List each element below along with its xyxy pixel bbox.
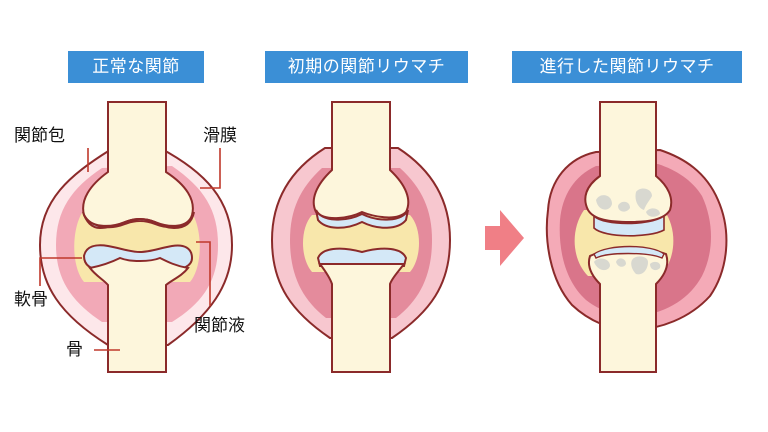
- label-line-fluid: [196, 241, 211, 306]
- label-cartilage: 軟骨: [14, 290, 48, 310]
- erosion-mark: [631, 256, 648, 275]
- early-ra-lower-bone: [318, 263, 407, 373]
- label-lines: [39, 148, 221, 351]
- label-synovial-fluid: 関節液: [194, 316, 245, 336]
- erosion-mark: [618, 201, 630, 212]
- early-ra-upper-cartilage: [315, 209, 409, 229]
- normal-joint: [38, 101, 234, 373]
- erosion-mark: [646, 208, 660, 217]
- erosion-mark: [650, 261, 661, 271]
- bone-erosions: [594, 188, 661, 275]
- early-ra-lower-cartilage: [316, 247, 408, 267]
- label-joint-capsule: 関節包: [14, 126, 65, 146]
- arrow-right-icon: [485, 210, 524, 266]
- normal-joint-upper-cartilage: [82, 211, 195, 230]
- advanced-ra-upper-cartilage: [593, 214, 665, 237]
- label-synovium: 滑膜: [203, 126, 237, 146]
- erosion-mark: [596, 195, 612, 210]
- label-line-synovium: [200, 148, 221, 189]
- early-ra-upper-bone: [312, 101, 410, 219]
- erosion-mark: [635, 188, 652, 210]
- label-bone: 骨: [66, 340, 83, 360]
- header-early-ra: 初期の関節リウマチ: [265, 51, 468, 83]
- normal-joint-lower-bone: [88, 256, 190, 373]
- erosion-mark: [616, 258, 626, 267]
- header-normal-joint: 正常な関節: [68, 51, 204, 83]
- advanced-ra-lower-cartilage: [593, 245, 665, 259]
- advanced-ra-joint: [545, 101, 728, 373]
- label-line-cartilage: [39, 257, 82, 286]
- erosion-mark: [594, 258, 610, 271]
- early-ra-joint: [270, 101, 452, 373]
- header-advanced-ra: 進行した関節リウマチ: [512, 51, 742, 83]
